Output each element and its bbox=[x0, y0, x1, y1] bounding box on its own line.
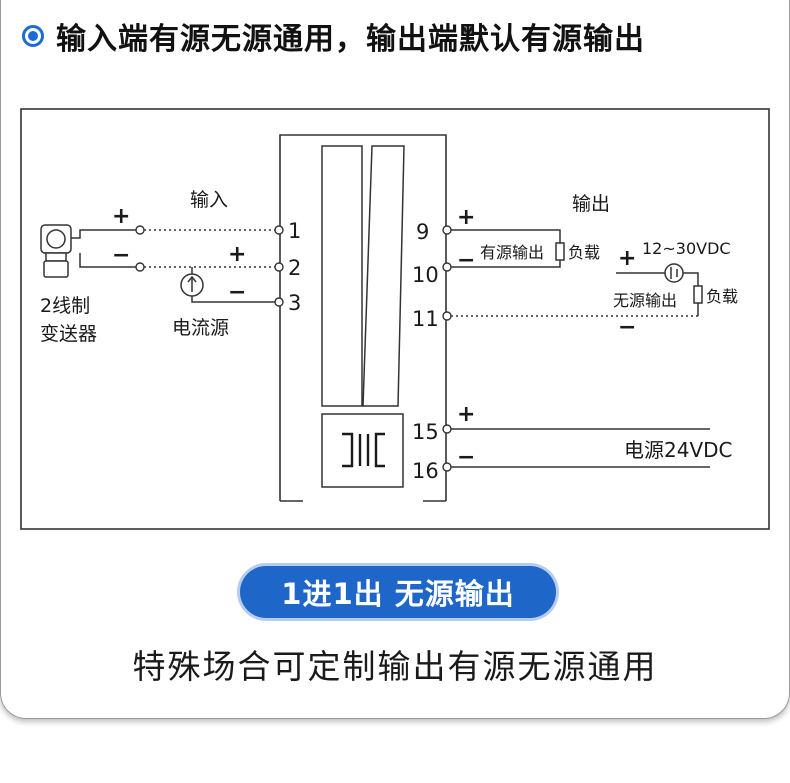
terminal-3: 3 bbox=[288, 291, 301, 315]
mode-badge: 1进1出 无源输出 bbox=[240, 566, 556, 618]
input-label: 输入 bbox=[190, 189, 228, 211]
output-terminals bbox=[442, 225, 452, 472]
input-pin-minus bbox=[135, 262, 145, 272]
load-label-1: 负载 bbox=[568, 243, 600, 262]
header: 输入端有源无源通用，输出端默认有源输出 bbox=[22, 14, 645, 58]
footer-text: 特殊场合可定制输出有源无源通用 bbox=[132, 647, 658, 686]
terminal-1: 1 bbox=[288, 219, 301, 243]
input-wires bbox=[71, 229, 136, 268]
diagram-frame bbox=[20, 108, 770, 530]
current-source-plus: + bbox=[228, 242, 246, 267]
current-source-minus: − bbox=[228, 280, 246, 305]
active-output-wires bbox=[451, 229, 561, 268]
terminal-10: 10 bbox=[412, 263, 439, 287]
load-label-2: 负载 bbox=[706, 287, 738, 306]
power-minus: − bbox=[457, 445, 475, 470]
header-title: 输入端有源无源通用，输出端默认有源输出 bbox=[56, 22, 645, 57]
transmitter-minus: − bbox=[112, 243, 130, 268]
out9-plus: + bbox=[457, 205, 475, 230]
dc-source-icon bbox=[664, 263, 684, 283]
input-dotted-lines bbox=[144, 229, 275, 268]
terminal-2: 2 bbox=[288, 256, 301, 280]
output-label: 输出 bbox=[572, 193, 610, 215]
power-label: 电源24VDC bbox=[624, 438, 733, 462]
terminal-9: 9 bbox=[416, 220, 429, 244]
transmitter-plus: + bbox=[112, 204, 130, 229]
power-plus: + bbox=[457, 402, 475, 427]
isolation-symbol-icon bbox=[342, 432, 385, 468]
current-source-wires bbox=[191, 267, 275, 303]
voltage-label: 12~30VDC bbox=[642, 239, 731, 258]
input-pin-plus bbox=[135, 225, 145, 235]
active-output-label: 有源输出 bbox=[480, 243, 544, 262]
isolation-box bbox=[321, 413, 404, 488]
terminal-16: 16 bbox=[412, 459, 439, 483]
dc-minus: − bbox=[618, 315, 636, 340]
load-resistor-1 bbox=[555, 242, 565, 261]
radio-bullet-icon bbox=[22, 25, 44, 47]
transmitter-icon bbox=[40, 224, 72, 278]
wiring-diagram: 输入 2线制 变送器 + − + − 电流源 1 2 3 bbox=[20, 108, 770, 530]
dc-plus: + bbox=[618, 246, 636, 271]
passive-output-label: 无源输出 bbox=[613, 291, 677, 310]
input-terminals bbox=[274, 225, 284, 307]
current-source-label: 电流源 bbox=[172, 317, 229, 339]
device-slot-left bbox=[321, 145, 363, 407]
terminal-11: 11 bbox=[412, 307, 439, 331]
transmitter-label-2: 变送器 bbox=[40, 323, 97, 345]
load-resistor-2 bbox=[693, 285, 703, 304]
power-wires bbox=[451, 428, 710, 468]
terminal-15: 15 bbox=[412, 420, 439, 444]
transmitter-label-1: 2线制 bbox=[40, 295, 90, 317]
device-slot-right bbox=[362, 145, 405, 407]
dc-source-plates-icon bbox=[670, 267, 678, 279]
out10-minus: − bbox=[457, 248, 475, 273]
current-arrow-icon bbox=[187, 275, 197, 292]
